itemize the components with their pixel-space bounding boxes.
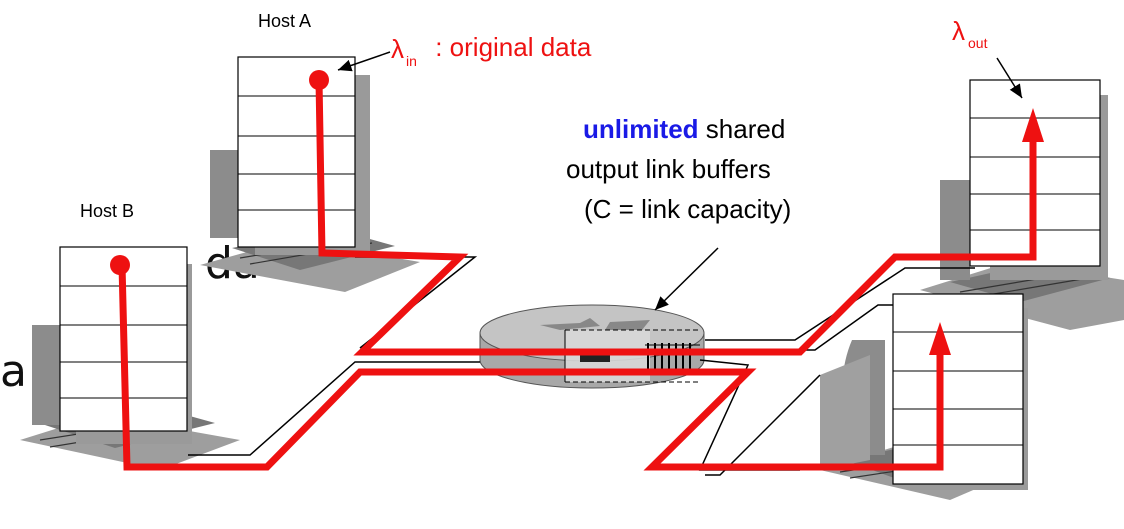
host-c-computer — [920, 79, 1124, 330]
host-b-label: Host B — [80, 201, 134, 221]
lambda-in-symbol: λ — [391, 34, 404, 64]
flow-path-a — [315, 79, 1037, 356]
lambda-out-subscript: out — [968, 35, 988, 51]
lambda-in-text: : original data — [428, 32, 592, 62]
router — [479, 304, 705, 389]
buffer-label-line-3: (C = link capacity) — [584, 194, 791, 224]
flow-path-b — [118, 264, 944, 471]
buffer-label-line-2: output link buffers — [566, 154, 771, 184]
flow-paths — [118, 79, 1037, 471]
lambda-out-pointer — [996, 57, 1023, 99]
clipped-text-a: a — [0, 346, 27, 397]
lambda-in-subscript: in — [406, 53, 417, 69]
source-dot-a — [309, 70, 329, 90]
host-a-label: Host A — [258, 11, 311, 31]
buffer-label: unlimited shared output link buffers (C … — [566, 114, 791, 224]
lambda-out-symbol: λ — [952, 16, 965, 46]
lambda-in-pointer — [337, 51, 391, 72]
buffer-label-bold: unlimited — [583, 114, 699, 144]
buffer-label-rest: shared — [699, 114, 786, 144]
source-dot-b — [110, 255, 130, 275]
shared-output-buffer — [564, 329, 700, 383]
flow-arrowhead-d — [929, 322, 951, 355]
buffer-pointer — [654, 247, 719, 311]
host-a-computer — [200, 56, 420, 292]
host-d-computer — [820, 293, 1028, 500]
buffer-label-line-1: unlimited shared — [583, 114, 785, 144]
flow-arrowhead-c — [1022, 108, 1044, 142]
lambda-in-label: λ in : original data — [391, 32, 592, 69]
lambda-out-label: λ out — [952, 16, 988, 51]
